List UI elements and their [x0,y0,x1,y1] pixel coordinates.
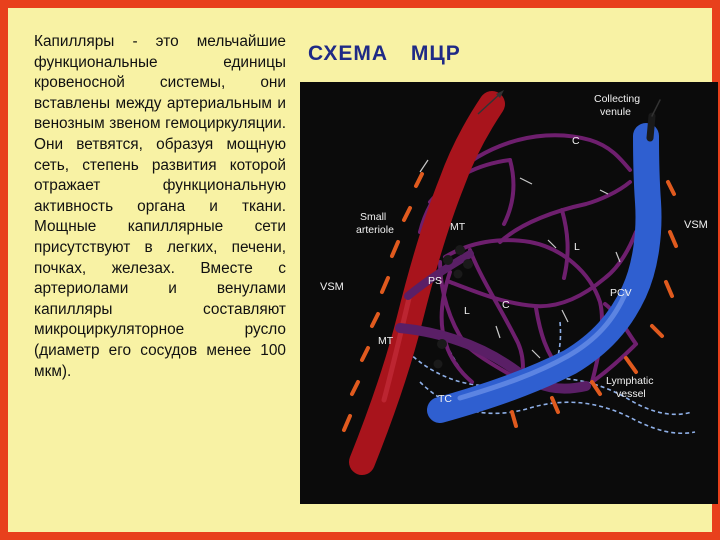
small-arteriole-label-line2: arteriole [356,224,394,236]
precapillary-sphincters [433,245,473,369]
tc-label: TC [438,393,452,405]
c-top-label: C [572,135,580,147]
lymphatic-vessel-label-line2: vessel [616,388,646,400]
collecting-venule-label-line1: Collecting [594,93,640,105]
flow-arrows [419,159,621,359]
c-mid-label: C [502,299,510,311]
venule-arrow [651,99,661,117]
smooth-muscle [342,172,678,432]
slide-title: СХЕМА МЦР [308,42,461,65]
vsm-right-label: VSM [684,219,708,231]
mt-upper-label: MT [450,221,466,233]
arteriole-arrowhead [496,90,504,98]
microcirculation-diagram-svg: Collecting venule Small arteriole VSM VS… [300,82,718,504]
venule [427,99,662,423]
pcv-label: PCV [610,287,632,299]
small-arteriole-label-line1: Small [360,211,386,223]
lymphatic-vessel-label-line1: Lymphatic [606,375,653,387]
mt-lower-label: MT [378,335,394,347]
microcirculation-diagram: Collecting venule Small arteriole VSM VS… [300,82,718,504]
l-upper-label: L [574,241,580,253]
body-text: Капилляры - это мельчайшие функциональны… [34,33,286,380]
small-arteriole [349,90,505,475]
vsm-left-label: VSM [320,281,344,293]
metarteriole [395,250,591,394]
ps-label: PS [428,275,442,287]
l-lower-label: L [464,305,470,317]
collecting-venule-label-line2: venule [600,106,631,118]
